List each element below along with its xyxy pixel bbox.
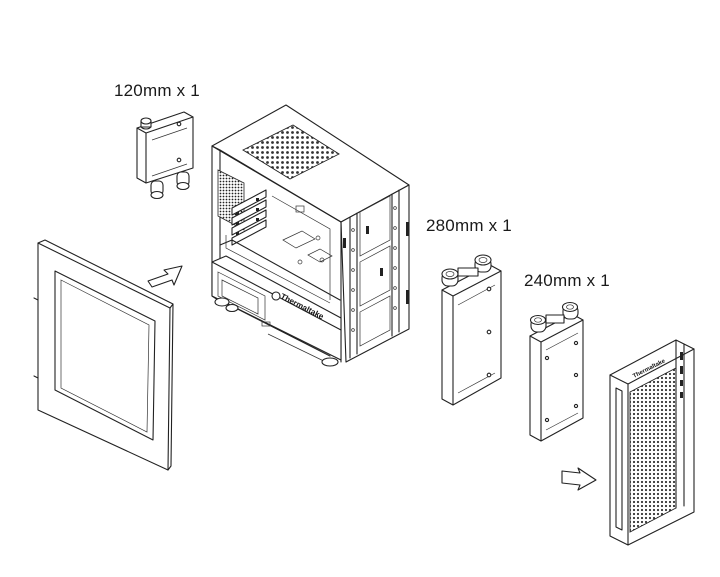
radiator-120mm [136, 111, 194, 200]
side-panel [33, 239, 174, 471]
radiator-240mm [529, 301, 584, 442]
case-foot [321, 357, 339, 367]
arrow-remove-side-panel [147, 265, 183, 288]
arrow-remove-front-panel [561, 467, 597, 491]
label-radiator-240mm: 240mm x 1 [524, 271, 610, 290]
label-radiator-120mm: 120mm x 1 [114, 81, 200, 100]
case-foot [214, 297, 230, 307]
expansion-slots [231, 189, 267, 246]
radiator-280mm [441, 254, 502, 406]
case-foot [225, 303, 239, 313]
chassis: Thermaltake [211, 104, 410, 367]
front-mesh-panel: Thermaltake [609, 339, 695, 546]
label-radiator-280mm: 280mm x 1 [426, 216, 512, 235]
